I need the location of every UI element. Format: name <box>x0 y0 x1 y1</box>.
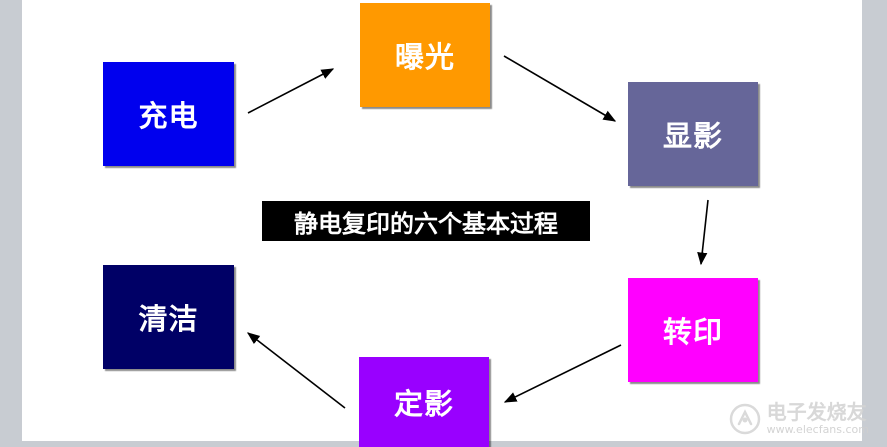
step-charging-label: 充电 <box>138 99 199 133</box>
step-developing-label: 显影 <box>662 119 723 153</box>
step-transfer: 转印 <box>628 278 758 382</box>
watermark-name: 电子发烧友 <box>766 400 867 424</box>
step-fixing: 定影 <box>359 357 489 447</box>
step-exposure: 曝光 <box>360 3 490 107</box>
step-fixing-label: 定影 <box>393 387 454 421</box>
step-charging: 充电 <box>103 62 234 166</box>
step-exposure-label: 曝光 <box>394 40 455 74</box>
watermark: 电子发烧友 www.elecfans.com <box>729 402 869 435</box>
elecfans-logo-icon <box>729 403 760 434</box>
diagram-title: 静电复印的六个基本过程 <box>262 201 590 241</box>
diagram-title-text: 静电复印的六个基本过程 <box>294 209 558 238</box>
watermark-url: www.elecfans.com <box>766 423 869 436</box>
step-cleaning: 清洁 <box>103 265 234 369</box>
step-cleaning-label: 清洁 <box>138 302 199 336</box>
step-transfer-label: 转印 <box>662 315 723 349</box>
step-developing: 显影 <box>628 82 758 186</box>
